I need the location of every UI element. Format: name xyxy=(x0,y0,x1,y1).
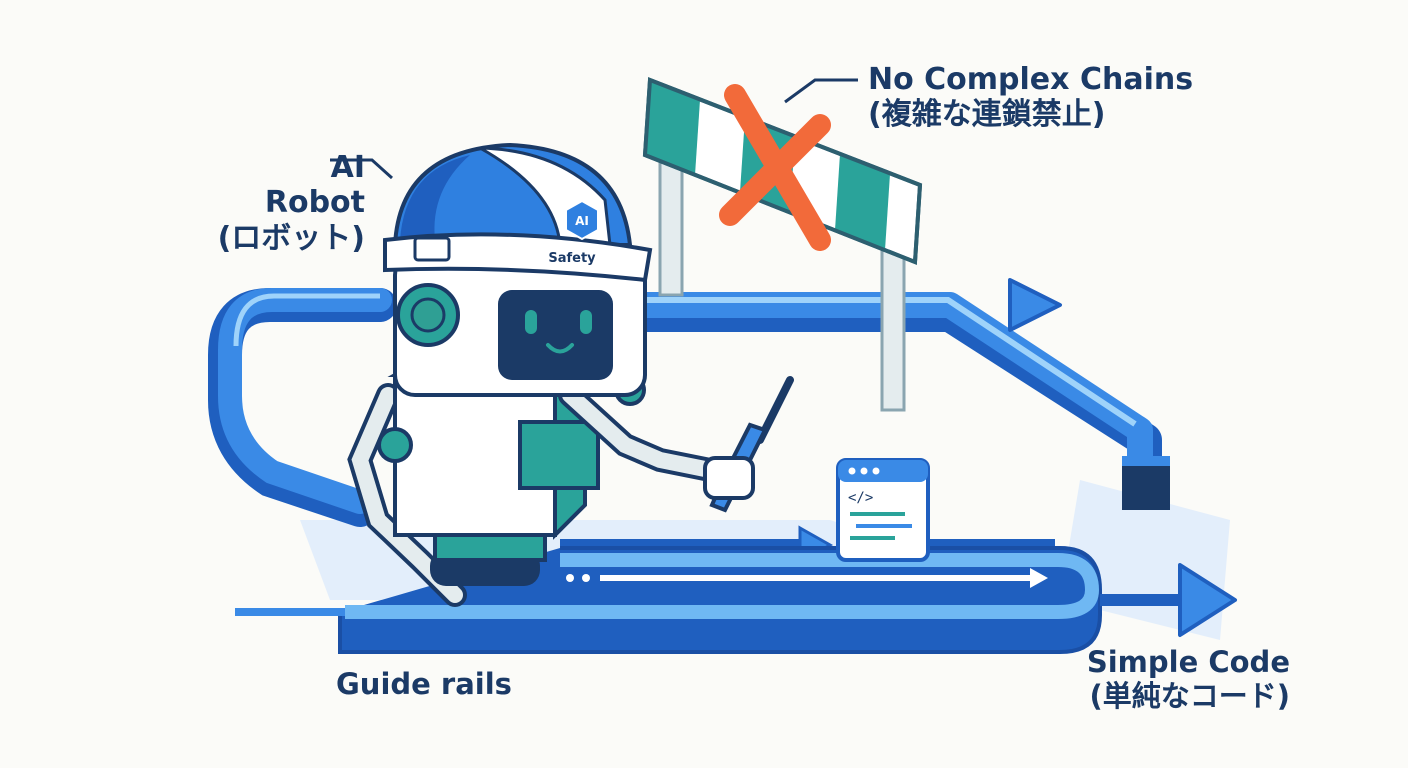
simple-code-label-line-1: Simple Code xyxy=(1086,645,1290,679)
cross-mark-icon xyxy=(719,84,831,251)
leader-lines xyxy=(330,78,858,180)
no-complex-chains-label: No Complex Chains (複雑な連鎖禁止) xyxy=(868,62,1193,133)
no-complex-chains-label-line-1: No Complex Chains xyxy=(868,62,1194,97)
helmet-badge-ai: AI xyxy=(575,214,589,228)
robot-label-line-3: (ロボット) xyxy=(217,220,365,256)
robot-label: AI Robot (ロボット) xyxy=(205,150,365,256)
arrow-head-icon xyxy=(1008,278,1062,332)
code-window-icon: </> xyxy=(836,458,930,562)
code-window-tag: </> xyxy=(848,490,873,506)
simple-code-label-line-2: (単純なコード) xyxy=(1089,679,1290,714)
robot-illustration: AI Safety xyxy=(347,142,794,607)
no-complex-chains-label-line-2: (複雑な連鎖禁止) xyxy=(868,97,1106,133)
helmet-badge-safety: Safety xyxy=(548,251,596,266)
robot-label-line-1: AI xyxy=(330,150,365,185)
robot-label-line-2: Robot xyxy=(264,185,365,221)
rail-end-block xyxy=(1122,462,1170,510)
simple-code-label: Simple Code (単純なコード) xyxy=(1050,645,1290,713)
guide-rails-label: Guide rails xyxy=(336,667,512,701)
upper-rail xyxy=(208,288,1170,527)
